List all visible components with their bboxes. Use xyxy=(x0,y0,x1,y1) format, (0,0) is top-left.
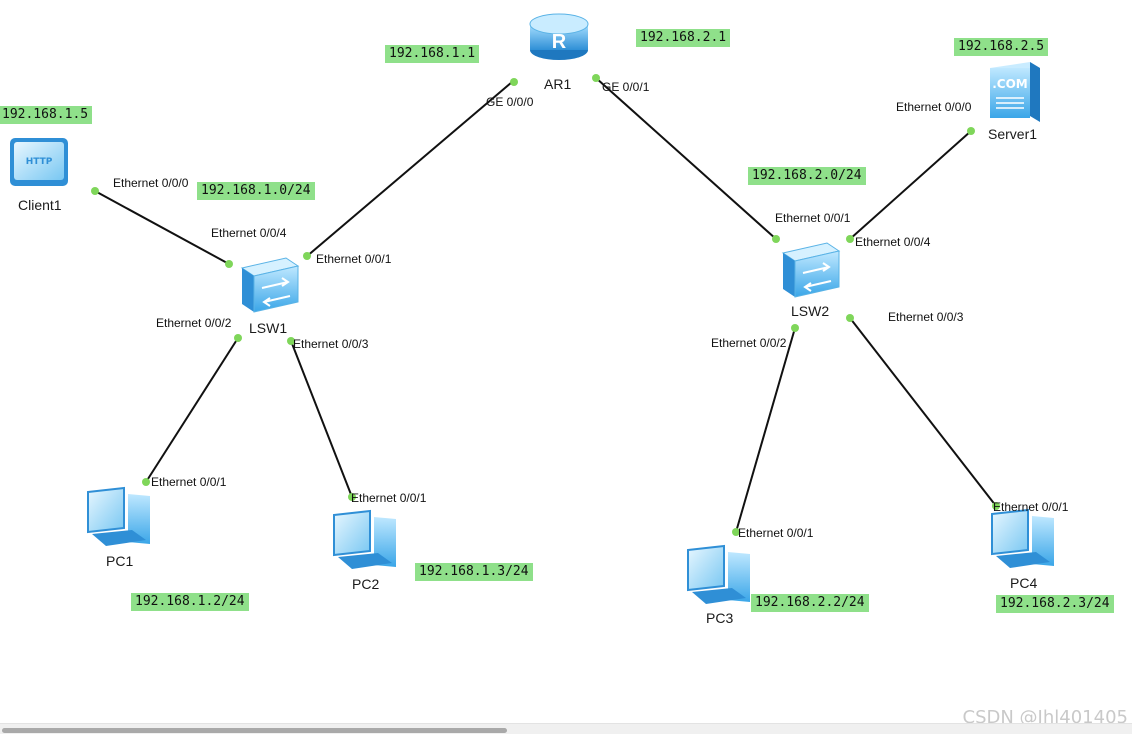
device-label-server1: Server1 xyxy=(988,126,1038,142)
port-label-lsw2-eth4: Ethernet 0/0/4 xyxy=(855,235,931,249)
port-label-lsw2-eth1: Ethernet 0/0/1 xyxy=(775,211,851,225)
port-dot xyxy=(772,235,780,243)
ip-label-client1: 192.168.1.5 xyxy=(0,106,93,124)
port-dot xyxy=(967,127,975,135)
port-dot xyxy=(791,324,799,332)
watermark: CSDN @Jhl401405 xyxy=(962,707,1128,728)
port-label-lsw2-eth3: Ethernet 0/0/3 xyxy=(888,310,964,324)
pc-icon[interactable] xyxy=(991,508,1054,568)
port-dot xyxy=(234,334,242,342)
links xyxy=(94,77,997,533)
ip-label-net2: 192.168.2.0/24 xyxy=(748,167,866,185)
ip-label-pc4: 192.168.2.3/24 xyxy=(996,595,1114,613)
port-label-lsw1-eth4: Ethernet 0/0/4 xyxy=(211,226,287,240)
device-label-lsw2: LSW2 xyxy=(791,303,830,319)
link-client1-lsw1 xyxy=(94,190,230,265)
port-label-pc3: Ethernet 0/0/1 xyxy=(738,526,814,540)
svg-text:R: R xyxy=(552,31,567,53)
svg-text:.COM: .COM xyxy=(992,77,1028,91)
port-dot xyxy=(287,337,295,345)
port-label-ar1-ge001: GE 0/0/1 xyxy=(602,80,650,94)
device-label-pc1: PC1 xyxy=(106,553,134,569)
router-icon[interactable]: R xyxy=(529,13,589,60)
port-label-lsw1-eth1: Ethernet 0/0/1 xyxy=(316,252,392,266)
port-label-server1: Ethernet 0/0/0 xyxy=(896,100,972,114)
port-label-lsw1-eth2: Ethernet 0/0/2 xyxy=(156,316,232,330)
device-label-pc3: PC3 xyxy=(706,610,734,626)
ip-label-net1: 192.168.1.0/24 xyxy=(197,182,315,200)
link-lsw2-pc3 xyxy=(735,327,796,533)
ip-label-pc1: 192.168.1.2/24 xyxy=(131,593,249,611)
device-label-pc2: PC2 xyxy=(352,576,380,592)
link-ar1-lsw2 xyxy=(595,77,777,240)
port-dot xyxy=(732,528,740,536)
ip-label-server1: 192.168.2.5 xyxy=(954,38,1049,56)
port-dot xyxy=(348,493,356,501)
pc-icon[interactable] xyxy=(333,509,396,569)
port-label-lsw1-eth3: Ethernet 0/0/3 xyxy=(293,337,369,351)
http-client-icon[interactable]: HTTP xyxy=(10,138,68,186)
port-dots xyxy=(91,74,1000,536)
port-label-ar1-ge000: GE 0/0/0 xyxy=(486,95,534,109)
port-dot xyxy=(592,74,600,82)
port-dot xyxy=(846,314,854,322)
port-label-pc2: Ethernet 0/0/1 xyxy=(351,491,427,505)
device-label-pc4: PC4 xyxy=(1010,575,1038,591)
port-dot xyxy=(846,235,854,243)
device-label-ar1: AR1 xyxy=(544,76,572,92)
port-dot xyxy=(303,252,311,260)
ip-label-ar1-right: 192.168.2.1 xyxy=(636,29,731,47)
port-dot xyxy=(510,78,518,86)
port-label-lsw2-eth2: Ethernet 0/0/2 xyxy=(711,336,787,350)
device-label-lsw1: LSW1 xyxy=(249,320,288,336)
port-dot xyxy=(992,502,1000,510)
port-dot xyxy=(225,260,233,268)
svg-text:HTTP: HTTP xyxy=(26,157,53,167)
switch-icon[interactable] xyxy=(781,242,841,298)
device-label-client1: Client1 xyxy=(18,197,62,213)
link-lsw2-server1 xyxy=(849,130,972,240)
port-label-pc4: Ethernet 0/0/1 xyxy=(993,500,1069,514)
scrollbar-thumb[interactable] xyxy=(2,728,507,733)
ip-label-pc3: 192.168.2.2/24 xyxy=(751,594,869,612)
link-lsw1-pc1 xyxy=(145,337,239,483)
server-com-icon[interactable]: .COM xyxy=(990,62,1040,122)
pc-icon[interactable] xyxy=(687,544,750,604)
link-ar1-lsw1 xyxy=(305,81,513,258)
link-lsw2-pc4 xyxy=(849,317,997,507)
ip-label-ar1-left: 192.168.1.1 xyxy=(385,45,480,63)
port-label-pc1: Ethernet 0/0/1 xyxy=(151,475,227,489)
port-label-client1: Ethernet 0/0/0 xyxy=(113,176,189,190)
link-lsw1-pc2 xyxy=(290,340,353,498)
ip-label-pc2: 192.168.1.3/24 xyxy=(415,563,533,581)
pc-icon[interactable] xyxy=(87,486,150,546)
port-dot xyxy=(142,478,150,486)
horizontal-scrollbar[interactable] xyxy=(0,723,1132,734)
switch-icon[interactable] xyxy=(240,257,300,313)
port-dot xyxy=(91,187,99,195)
